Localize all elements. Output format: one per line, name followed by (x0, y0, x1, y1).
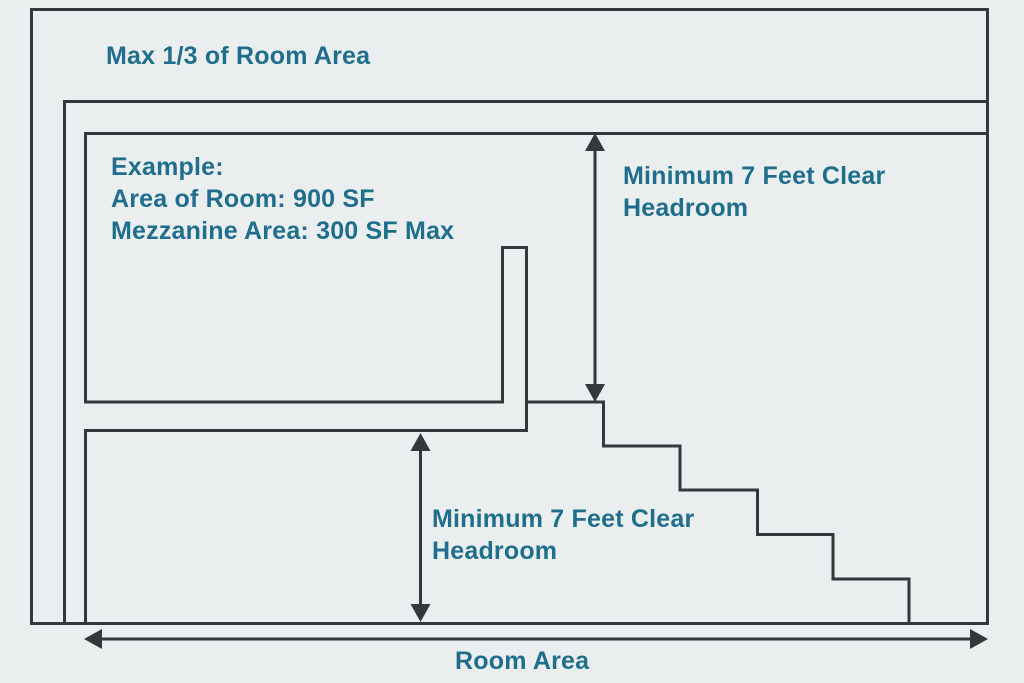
arrowhead-right-icon (970, 629, 988, 649)
lower-headroom-label: Minimum 7 Feet Clear Headroom (432, 503, 694, 567)
mezzanine-guard-post (501, 246, 528, 432)
arrowhead-left-icon (84, 629, 102, 649)
example-heading: Example: (111, 153, 224, 181)
lower-headroom-label-line1: Minimum 7 Feet Clear (432, 505, 695, 533)
arrowhead-down-icon (585, 384, 605, 402)
example-room-area: Area of Room: 900 SF (111, 185, 375, 213)
lower-space-outline (84, 429, 528, 625)
room-outline (30, 8, 989, 625)
upper-headroom-arrow (585, 133, 605, 402)
max-area-title: Max 1/3 of Room Area (106, 42, 371, 70)
lower-headroom-label-line2: Headroom (432, 537, 558, 565)
upper-headroom-label: Minimum 7 Feet Clear Headroom (623, 160, 885, 224)
upper-headroom-label-line1: Minimum 7 Feet Clear (623, 162, 886, 190)
arrowhead-up-icon (410, 433, 431, 451)
room-width-arrow (84, 629, 988, 649)
lower-headroom-arrow (410, 433, 431, 622)
stairs (525, 400, 911, 625)
example-mezzanine-area: Mezzanine Area: 300 SF Max (111, 217, 455, 245)
upper-headroom-label-line2: Headroom (623, 194, 749, 222)
mezzanine-ceiling-and-floor (84, 132, 989, 404)
arrowhead-down-icon (410, 604, 431, 622)
room-area-label: Room Area (455, 647, 590, 675)
arrowhead-up-icon (585, 133, 605, 151)
example-text-block: Example: Area of Room: 900 SF Mezzanine … (111, 151, 454, 247)
inner-wall (63, 100, 989, 625)
